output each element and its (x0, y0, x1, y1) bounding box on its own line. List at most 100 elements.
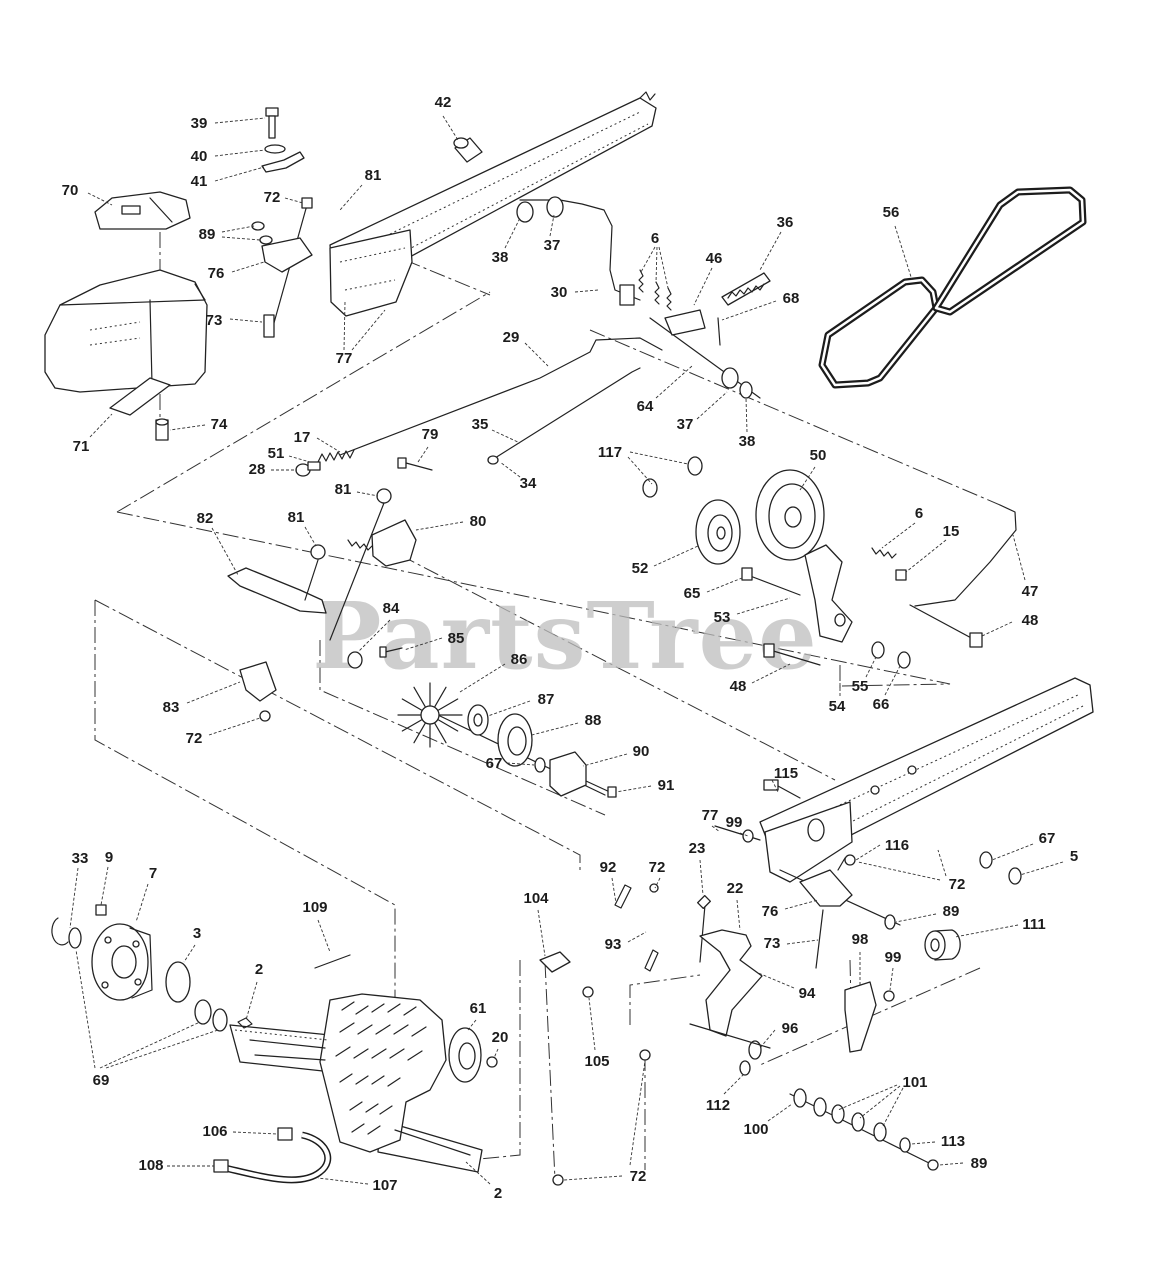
part-104-bracket (539, 951, 594, 998)
callout-label: 92 (600, 859, 617, 876)
callout-label: 41 (191, 173, 208, 190)
callout-label: 93 (605, 936, 622, 953)
part-2-key (237, 1017, 253, 1029)
callout-label: 109 (302, 899, 327, 916)
part-72-nut-center (639, 1049, 651, 1061)
callout-label: 111 (1022, 916, 1045, 933)
part-84-pivot (347, 651, 363, 669)
callout-label: 108 (138, 1157, 163, 1174)
parts-55-66-washers (871, 641, 911, 669)
callout-label: 100 (743, 1121, 768, 1138)
part-107-hose (224, 1131, 332, 1184)
callout-label: 98 (852, 931, 869, 948)
part-101-washers (789, 1088, 936, 1167)
callout-label: 107 (372, 1177, 397, 1194)
callout-label: 84 (383, 600, 400, 617)
upper-frame-rail (329, 91, 657, 317)
callout-label: 76 (762, 903, 779, 920)
callout-label: 56 (883, 204, 900, 221)
callout-label: 117 (598, 444, 622, 461)
callout-label: 30 (551, 284, 568, 301)
callout-label: 72 (264, 189, 281, 206)
callout-label: 61 (470, 1000, 487, 1017)
callout-label: 68 (783, 290, 800, 307)
part-6-springs (638, 269, 672, 311)
part-111-idler-pulley (924, 929, 961, 961)
part-98-bracket (844, 981, 877, 1053)
callout-label: 79 (422, 426, 439, 443)
callout-label: 106 (202, 1123, 227, 1140)
callout-label: 52 (632, 560, 649, 577)
callout-label: 29 (503, 329, 520, 346)
callout-label: 112 (706, 1097, 730, 1114)
part-23-rod (699, 904, 706, 963)
part-88-pulley (497, 713, 533, 767)
callout-label: 66 (873, 696, 890, 713)
part-89-nut (884, 914, 896, 930)
callout-label: 53 (714, 609, 731, 626)
callout-label: 99 (726, 814, 743, 831)
callout-label: 80 (470, 513, 487, 530)
callout-label: 51 (268, 445, 285, 462)
callout-label: 76 (208, 265, 225, 282)
callout-label: 87 (538, 691, 555, 708)
part-82-lever (227, 559, 327, 614)
callout-label: 20 (492, 1029, 509, 1046)
part-91-bolt (585, 780, 617, 798)
callout-label: 94 (799, 985, 816, 1002)
callout-label: 99 (885, 949, 902, 966)
callout-label: 38 (739, 433, 756, 450)
callout-label: 88 (585, 712, 602, 729)
watermark-text: PartsTree (312, 582, 817, 690)
part-83-bracket (239, 661, 277, 702)
part-6-spring-right (871, 547, 897, 559)
part-106-fitting (277, 1127, 293, 1141)
left-lever-assembly (251, 197, 313, 338)
part-3-washer (165, 961, 191, 1003)
callout-label: 72 (186, 730, 203, 747)
callout-label: 72 (949, 876, 966, 893)
assembly-outline-lines (94, 232, 1001, 1181)
part-112-washer (739, 1060, 751, 1076)
callout-label: 2 (255, 961, 263, 978)
callout-label: 23 (689, 840, 706, 857)
callout-label: 104 (523, 890, 549, 907)
callout-label: 85 (448, 630, 465, 647)
part-67-washer (534, 757, 546, 773)
callout-label: 72 (649, 859, 666, 876)
idler-arm-53-54 (741, 544, 853, 643)
part-23-clip (696, 894, 712, 910)
part-71-plate (109, 377, 171, 416)
hood-panel (44, 269, 208, 393)
callout-label: 38 (492, 249, 509, 266)
part-34-clip (487, 455, 499, 465)
part-81-nut-lower (310, 544, 326, 560)
callout-label: 73 (206, 312, 223, 329)
callout-label: 37 (677, 416, 694, 433)
callout-label: 77 (336, 350, 353, 367)
callout-label: 55 (852, 678, 869, 695)
callout-label: 50 (810, 447, 827, 464)
callout-label: 81 (365, 167, 382, 184)
part-17-spring (317, 449, 355, 463)
part-113-washer (899, 1137, 911, 1153)
part-40-washer (264, 144, 286, 154)
callout-label: 89 (199, 226, 216, 243)
part-87-hub (467, 704, 489, 736)
part-36-spring (721, 272, 771, 306)
callout-label: 47 (1022, 583, 1039, 600)
transaxle (229, 993, 483, 1173)
part-72-nut-left (259, 710, 271, 722)
part-35-rod (494, 367, 641, 459)
callout-label: 86 (511, 651, 528, 668)
callout-label: 83 (163, 699, 180, 716)
callout-label: 33 (72, 850, 89, 867)
callout-label: 36 (777, 214, 794, 231)
part-117-washers (642, 456, 703, 498)
callout-label: 40 (191, 148, 208, 165)
lower-frame-rail (759, 677, 1094, 883)
leader-lines (69, 115, 1064, 1185)
callout-label: 67 (1039, 830, 1056, 847)
part-33-clip (51, 917, 69, 946)
